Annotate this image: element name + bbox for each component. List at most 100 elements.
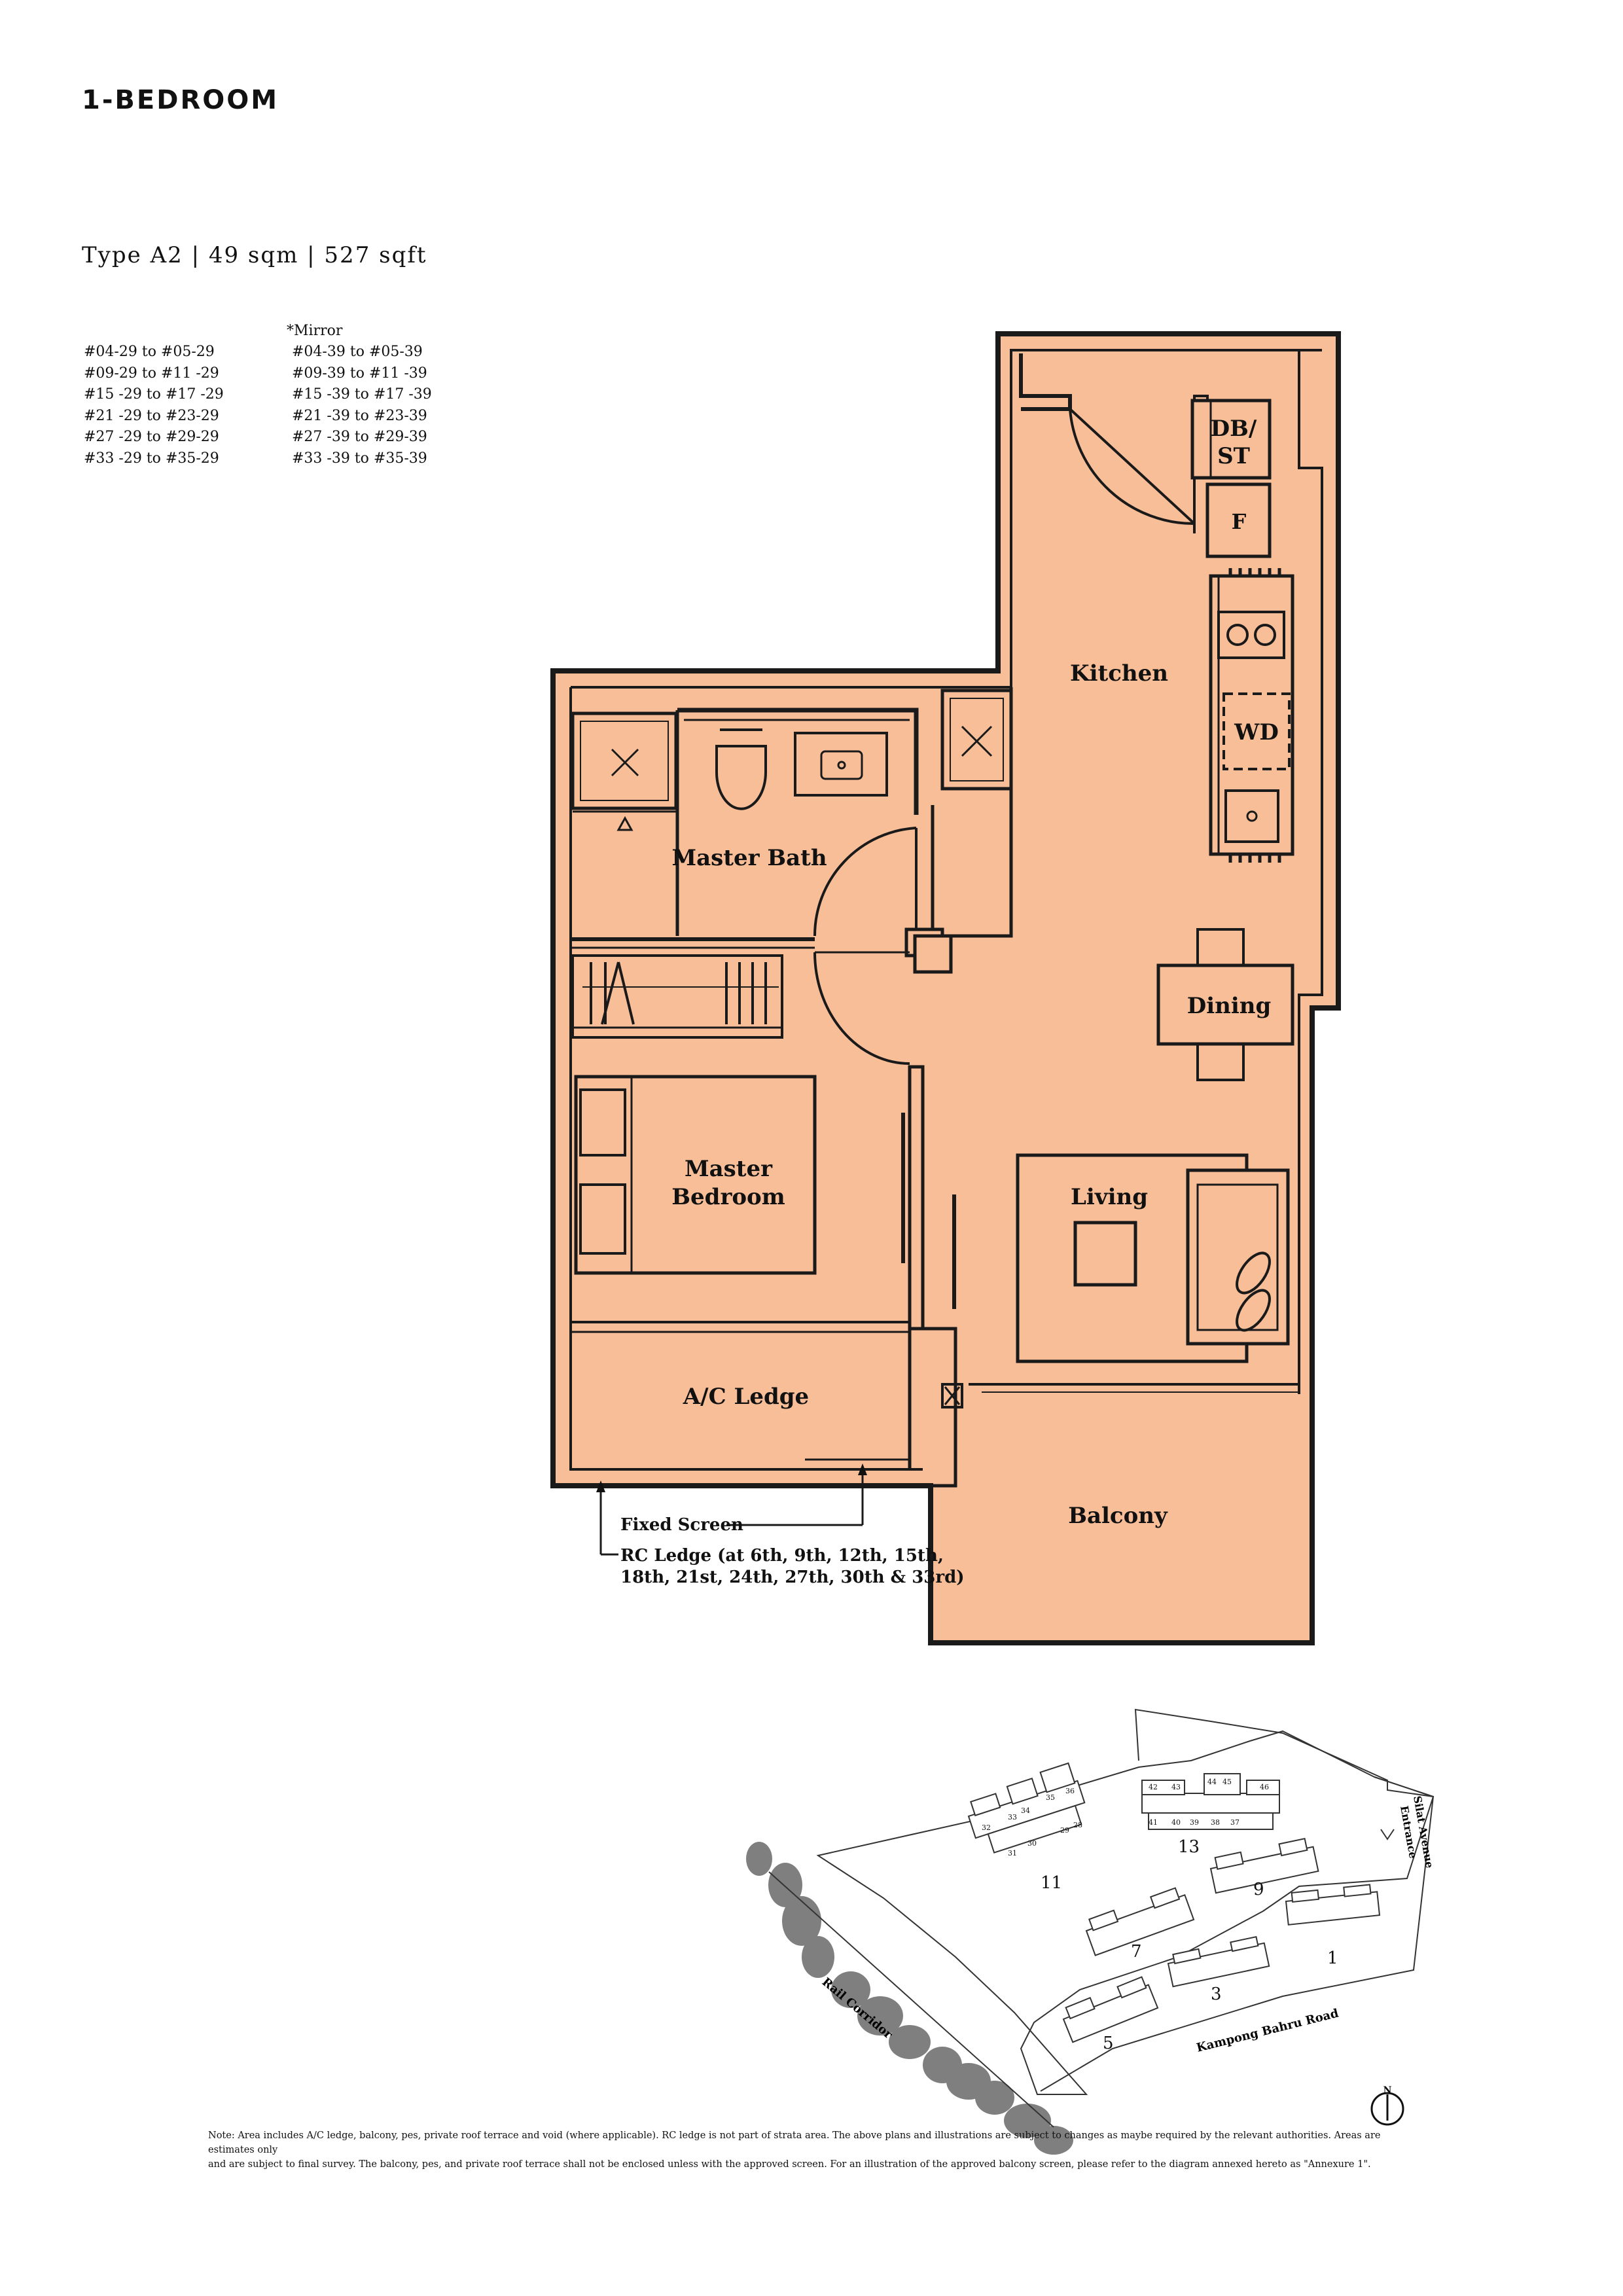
mirror-label: *Mirror (287, 323, 343, 339)
washer-dryer-label: WD (1234, 719, 1279, 745)
block-label: 5 (1103, 2034, 1114, 2053)
db-st-label: ST (1217, 443, 1250, 469)
standard-unit-list: #04-29 to #05-29 #09-29 to #11 -29 #15 -… (84, 342, 224, 469)
stack-number: 31 (1008, 1849, 1017, 1857)
block-11 (967, 1762, 1086, 1854)
stack-number: 46 (1260, 1783, 1269, 1791)
block-5 (1062, 1976, 1159, 2043)
dining-chair-icon (1196, 928, 1245, 965)
unit-range: #21 -29 to #23-29 (84, 407, 219, 424)
shower-tray (571, 711, 678, 810)
stack-number: 37 (1230, 1818, 1240, 1827)
footnote-line: Note: Area includes A/C ledge, balcony, … (208, 2130, 1381, 2155)
site-boundary (816, 1730, 1435, 2095)
db-st-box (1190, 399, 1272, 480)
callouts: Fixed Screen RC Ledge (at 6th, 9th, 12th… (596, 1463, 965, 1587)
unit-range: #33 -29 to #35-29 (84, 450, 219, 467)
coffee-table (1073, 1221, 1137, 1287)
fixed-screen-label: Fixed Screen (620, 1515, 743, 1535)
wardrobe-hangers (590, 961, 767, 1025)
shower-2-drain-icon (961, 725, 993, 757)
footnote: Note: Area includes A/C ledge, balcony, … (208, 2128, 1425, 2172)
road-label: Kampong Bahru Road (1195, 2006, 1340, 2054)
rc-ledge-label: 18th, 21st, 24th, 27th, 30th & 33rd) (620, 1568, 965, 1587)
db-st-label: DB/ (1211, 416, 1257, 442)
block-label: 9 (1253, 1880, 1264, 1899)
inner-wall (571, 349, 1322, 689)
unit-range: #33 -39 to #35-39 (292, 450, 427, 467)
unit-outline (550, 331, 1341, 1645)
block-7 (1085, 1887, 1195, 1956)
kitchen-partition (914, 687, 1013, 938)
unit-range: #27 -39 to #29-39 (292, 429, 427, 445)
mirror-unit-list: #04-39 to #05-39 #09-39 to #11 -39 #15 -… (292, 342, 432, 469)
unit-range: #15 -29 to #17 -29 (84, 386, 224, 403)
toilet-icon (715, 745, 767, 810)
fridge-label: F (1232, 509, 1247, 534)
rail-corridor-vegetation (746, 1842, 1073, 2155)
site-plan: Rail Corridor Kampong Bahru Road Silat A… (746, 1708, 1436, 2155)
entrance-arrow-icon (1380, 1829, 1395, 1840)
bath-wall (677, 708, 919, 815)
stack-number: 44 (1207, 1778, 1217, 1786)
north-arrow-icon (1370, 2092, 1404, 2126)
fridge-box (1205, 482, 1272, 558)
block-label: 13 (1178, 1837, 1200, 1857)
stack-number: 41 (1149, 1818, 1158, 1827)
cushion-icon (1236, 1251, 1271, 1295)
block-3 (1167, 1935, 1270, 1988)
unit-range: #15 -39 to #17 -39 (292, 386, 432, 403)
dining-label: Dining (1187, 993, 1272, 1019)
unit-range: #04-29 to #05-29 (84, 344, 215, 360)
stack-number: 38 (1211, 1818, 1220, 1827)
page-title: 1-BEDROOM (82, 85, 279, 115)
service-box-x-icon (944, 1386, 961, 1405)
bedroom-living-wall (908, 1065, 925, 1331)
block-labels: 11 13 9 7 3 1 5 (1041, 1837, 1338, 2053)
basin-drain-icon (837, 761, 846, 770)
stack-number: 42 (1149, 1783, 1158, 1791)
stack-number: 33 (1008, 1813, 1017, 1821)
pillow-icon (579, 1088, 626, 1157)
hob-burner-icon (1226, 624, 1249, 646)
north-label: N (1383, 2085, 1392, 2096)
stack-number: 28 (1073, 1821, 1082, 1829)
sofa-seat (1196, 1183, 1279, 1331)
dining-table (1156, 963, 1294, 1046)
hob (1217, 611, 1285, 659)
block-13 (1141, 1773, 1280, 1830)
stack-numbers: 28 29 30 31 32 33 34 35 36 37 38 39 40 4… (982, 1778, 1269, 1857)
block-1 (1285, 1884, 1381, 1926)
ac-ledge-label: A/C Ledge (683, 1384, 809, 1410)
room-labels: DB/ ST F Kitchen WD Master Bath Dining M… (671, 416, 1279, 1529)
block-9 (1209, 1837, 1319, 1894)
washer-dryer-box (1222, 692, 1291, 770)
stack-number: 34 (1021, 1806, 1030, 1815)
bedroom-door (813, 952, 910, 1065)
stack-number: 36 (1065, 1787, 1075, 1795)
living-label: Living (1071, 1184, 1148, 1210)
kitchen-sink (1224, 789, 1279, 843)
sink-drain-icon (1246, 810, 1258, 822)
master-bath-label: Master Bath (671, 845, 827, 871)
footnote-line: and are subject to final survey. The bal… (208, 2159, 1371, 2170)
pillow-icon (579, 1183, 626, 1255)
master-bedroom-label: Bedroom (671, 1184, 785, 1210)
balcony-label: Balcony (1068, 1503, 1168, 1529)
stack-number: 30 (1027, 1839, 1037, 1848)
kitchen-label: Kitchen (1070, 660, 1168, 687)
rail-corridor-line (768, 1871, 1054, 2128)
block-label: 11 (1041, 1873, 1062, 1893)
stack-number: 40 (1171, 1818, 1181, 1827)
bath-basin (794, 732, 888, 797)
shower-tray-2-inner (950, 698, 1004, 781)
stack-number: 45 (1222, 1778, 1232, 1786)
unit-type-subtitle: Type A2 | 49 sqm | 527 sqft (82, 242, 427, 268)
block-label: 7 (1131, 1942, 1142, 1962)
inner-wall (1298, 350, 1323, 1394)
cushion-icon (1236, 1289, 1271, 1332)
shower-drain-icon (611, 748, 639, 777)
arrow-up-icon (858, 1463, 867, 1475)
unit-range: #27 -29 to #29-29 (84, 429, 219, 445)
stack-number: 39 (1190, 1818, 1199, 1827)
